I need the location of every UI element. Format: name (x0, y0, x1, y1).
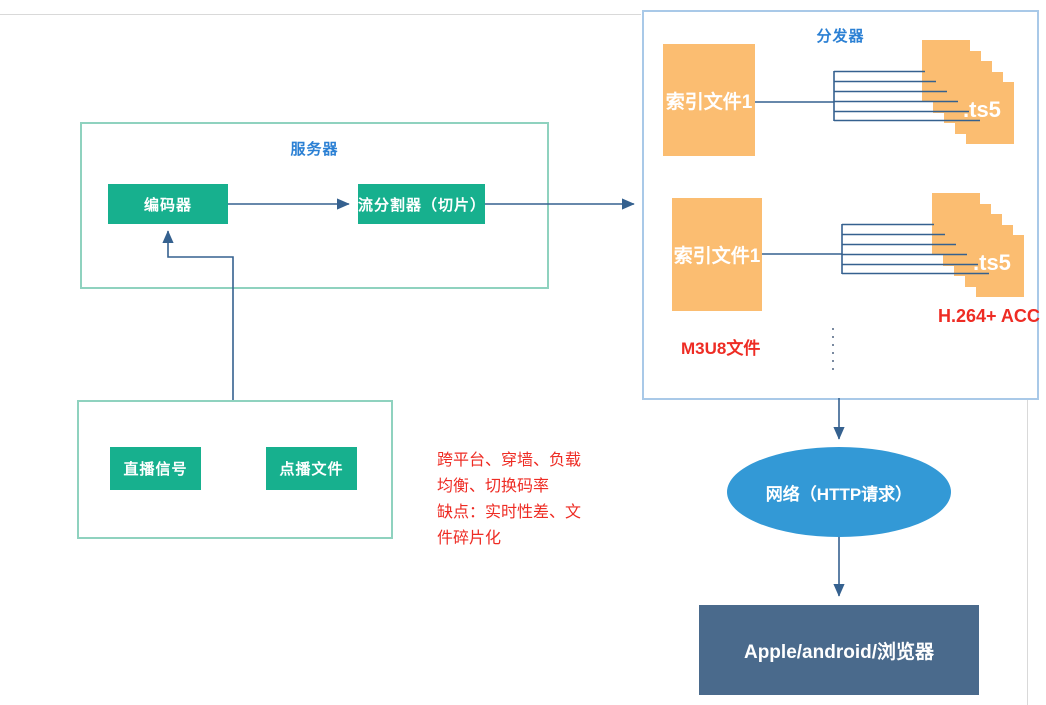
index-file-2-label: 索引文件1 (673, 246, 761, 267)
notes-line: 跨平台、穿墙、负载 (437, 452, 582, 469)
codec-label: H.264+ ACC (938, 306, 1040, 326)
live-signal-label: 直播信号 (123, 461, 188, 478)
notes-text: 跨平台、穿墙、负载 均衡、切换码率 缺点：实时性差、文 件碎片化 (437, 448, 617, 552)
encoder-node: 编码器 (108, 184, 228, 224)
page-top-divider (0, 14, 641, 15)
notes-line: 件碎片化 (437, 530, 502, 547)
notes-line: 均衡、切换码率 (437, 478, 550, 495)
splitter-label: 流分割器（切片） (358, 196, 487, 214)
notes-line: 缺点：实时性差、文 (437, 504, 582, 521)
splitter-node: 流分割器（切片） (358, 184, 485, 224)
vod-file-node: 点播文件 (266, 447, 357, 490)
ts-stack-1: .ts5 (922, 40, 1014, 154)
ts-sheet (922, 40, 970, 102)
client-label: Apple/android/浏览器 (743, 641, 934, 663)
index-file-1-label: 索引文件1 (665, 91, 753, 113)
ts-stack-1-label: .ts5 (963, 97, 1001, 122)
vod-file-label: 点播文件 (279, 461, 344, 478)
ts-stack-2-label: .ts5 (973, 250, 1011, 275)
client-node: Apple/android/浏览器 (699, 605, 979, 695)
server-group-title: 服务器 (290, 141, 339, 158)
ts-stack-2: .ts5 (932, 193, 1024, 307)
distributor-group-title: 分发器 (816, 28, 865, 45)
encoder-label: 编码器 (143, 196, 192, 214)
ts-sheet (932, 193, 980, 255)
m3u8-label: M3U8文件 (681, 339, 761, 358)
live-signal-node: 直播信号 (110, 447, 201, 490)
index-file-2-node: 索引文件1 (672, 198, 762, 311)
network-node: 网络（HTTP请求） (727, 447, 951, 537)
index-file-1-node: 索引文件1 (663, 44, 755, 156)
page-right-divider (1027, 398, 1028, 705)
network-label: 网络（HTTP请求） (765, 484, 913, 504)
